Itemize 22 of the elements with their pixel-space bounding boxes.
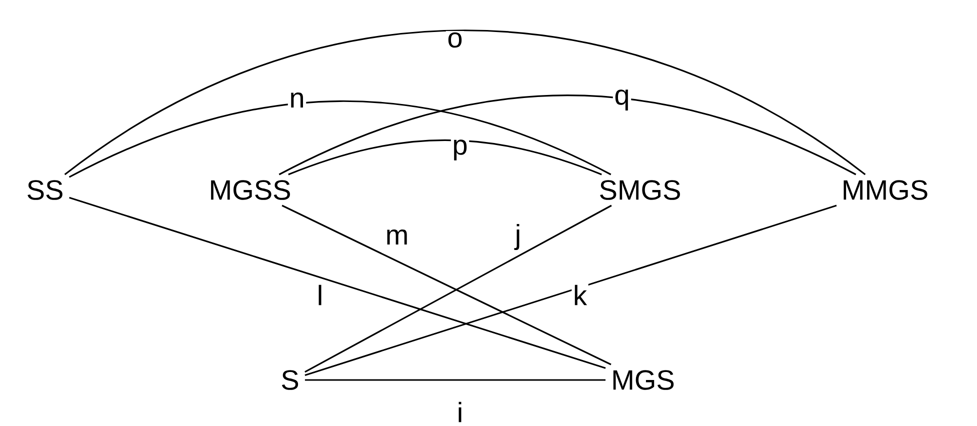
line — [68, 100, 612, 178]
node-label: MGS — [613, 370, 674, 390]
edge-label: p — [450, 138, 470, 162]
line — [304, 204, 837, 376]
edge-label: l — [316, 284, 324, 306]
edge-label: o — [446, 31, 464, 49]
edge-label: i — [456, 400, 464, 424]
edge-label: n — [288, 91, 306, 109]
node-label: MGSS — [211, 180, 290, 200]
line — [69, 196, 606, 369]
edge-label: m — [384, 228, 410, 246]
line — [288, 139, 602, 176]
line — [64, 30, 866, 176]
node-label: SS — [28, 180, 62, 200]
line — [278, 94, 856, 176]
node-label: SMGS — [600, 180, 680, 200]
edge-label: q — [612, 88, 632, 112]
node-label: S — [282, 370, 298, 390]
edge-label: j — [514, 222, 522, 252]
edge-label: k — [572, 284, 588, 306]
line — [304, 379, 606, 381]
node-label: MMGS — [844, 180, 928, 200]
